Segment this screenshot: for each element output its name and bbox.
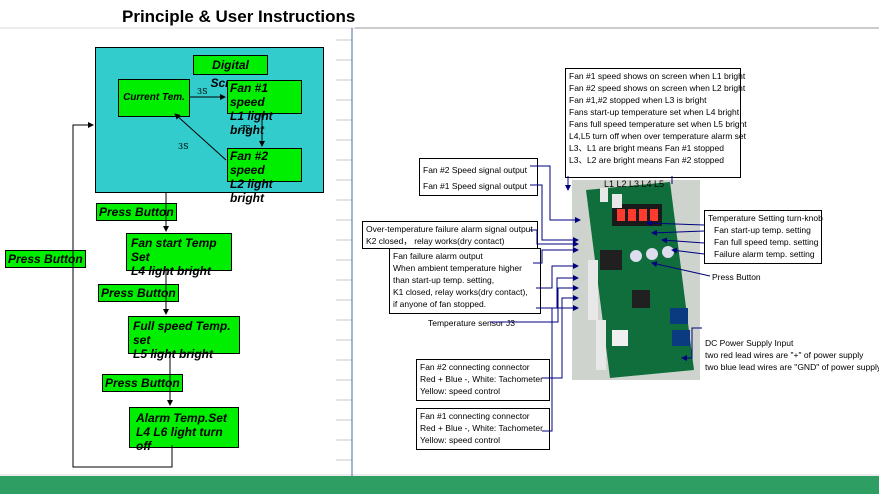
overtemp-line1: Over-temperature failure alarm signal ou…	[366, 224, 533, 234]
fan2-speed-box: Fan #2 speed L2 light bright	[227, 148, 302, 205]
fan-failure-line3: than start-up temp. setting,	[393, 275, 495, 285]
fan1-speed-box: Fan #1 speed L1 light bright	[227, 80, 302, 137]
fan-failure-line1: Fan failure alarm output	[393, 251, 483, 261]
fan1-conn-line3: Yellow: speed control	[420, 435, 501, 445]
full-speed-temp-box: Full speed Temp. set L5 light bright	[128, 316, 240, 361]
led-labels: L1 L2 L3 L4 L5	[604, 179, 665, 189]
circuit-board-photo	[572, 180, 700, 380]
fan2-conn-line1: Fan #2 connecting connector	[420, 362, 530, 372]
current-tem-box: Current Tem.	[118, 79, 190, 117]
fan2-speed-line1: Fan #2 speed	[230, 149, 269, 177]
fan1-conn-line2: Red + Blue -, White: Tachometer	[420, 423, 543, 433]
dc-line2: two red lead wires are "+" of power supp…	[705, 350, 864, 360]
knob-line1: Temperature Setting turn-knob	[708, 213, 823, 223]
fan1-speed-line2: L1 light bright	[230, 109, 273, 137]
timing-label-2: 3S	[240, 124, 251, 133]
pcb-drawing	[572, 180, 700, 380]
led-note-2: Fan #2 speed shows on screen when L2 bri…	[569, 83, 746, 93]
knob-line4: Failure alarm temp. setting	[714, 249, 815, 259]
alarm-line1: Alarm Temp.Set	[136, 411, 227, 425]
led-note-1: Fan #1 speed shows on screen when L1 bri…	[569, 71, 746, 81]
led-note-4: Fans start-up temperature set when L4 br…	[569, 107, 740, 117]
fan-failure-box: Fan failure alarm output When ambient te…	[389, 248, 541, 314]
fan1-speed-line1: Fan #1 speed	[230, 81, 269, 109]
fan1-speed-output: Fan #1 Speed signal output	[423, 181, 527, 191]
fan2-speed-line2: L2 light bright	[230, 177, 273, 205]
fan-start-temp-box: Fan start Temp Set L4 light bright	[126, 233, 232, 278]
fan-failure-line4: K1 closed, relay works(dry contact),	[393, 287, 528, 297]
leader-lines	[490, 165, 711, 432]
speed-output-box: Fan #2 Speed signal output Fan #1 Speed …	[419, 158, 538, 196]
flow-arrows	[72, 94, 265, 468]
led-note-8: L3、L2 are bright means Fan #2 stopped	[569, 155, 724, 165]
temp-sensor-label: Temperature sensor J3	[428, 318, 515, 328]
fan-start-line2: L4 light bright	[131, 264, 211, 278]
full-speed-line2: L5 light bright	[133, 347, 213, 361]
overtemp-line2: K2 closed， relay works(dry contact)	[366, 236, 505, 246]
press-button-label-1: Press Button	[96, 203, 177, 221]
led-note-7: L3、L1 are bright means Fan #1 stopped	[569, 143, 724, 153]
fan2-conn-line2: Red + Blue -, White: Tachometer	[420, 374, 543, 384]
fan-failure-line5: if anyone of fan stopped.	[393, 299, 487, 309]
press-button-label-2: Press Button	[98, 284, 179, 302]
fan2-speed-output: Fan #2 Speed signal output	[423, 165, 527, 175]
dc-line3: two blue lead wires are "GND" of power s…	[705, 362, 879, 372]
fan2-connector-box: Fan #2 connecting connector Red + Blue -…	[416, 359, 550, 401]
fan-failure-line2: When ambient temperature higher	[393, 263, 522, 273]
fan2-conn-line3: Yellow: speed control	[420, 386, 501, 396]
dc-line1: DC Power Supply Input	[705, 338, 794, 348]
fan-start-line1: Fan start Temp Set	[131, 236, 217, 264]
press-button-label-3: Press Button	[102, 374, 183, 392]
timing-label-3: 3S	[178, 142, 189, 151]
full-speed-line1: Full speed Temp. set	[133, 319, 231, 347]
press-button-right-label: Press Button	[712, 272, 761, 282]
bottom-status-bar	[0, 476, 879, 494]
fan1-conn-line1: Fan #1 connecting connector	[420, 411, 530, 421]
knob-line2: Fan start-up temp. setting	[714, 225, 811, 235]
led-note-5: Fans full speed temperature set when L5 …	[569, 119, 747, 129]
knob-line3: Fan full speed temp. setting	[714, 237, 819, 247]
alarm-temp-box: Alarm Temp.Set L4 L6 light turn off	[129, 407, 239, 453]
fan1-connector-box: Fan #1 connecting connector Red + Blue -…	[416, 408, 550, 450]
turn-knob-box: Temperature Setting turn-knob Fan start-…	[704, 210, 823, 264]
timing-label-1: 3S	[197, 87, 208, 96]
alarm-line2: L4 L6 light turn off	[136, 425, 223, 453]
dc-power-box: DC Power Supply Input two red lead wires…	[705, 337, 879, 373]
led-note-3: Fan #1,#2 stopped when L3 is bright	[569, 95, 707, 105]
led-note-6: L4,L5 turn off when over temperature ala…	[569, 131, 747, 141]
page-title: Principle & User Instructions	[122, 7, 356, 26]
press-button-label-left: Press Button	[5, 250, 86, 268]
led-notes-box: Fan #1 speed shows on screen when L1 bri…	[565, 68, 747, 178]
